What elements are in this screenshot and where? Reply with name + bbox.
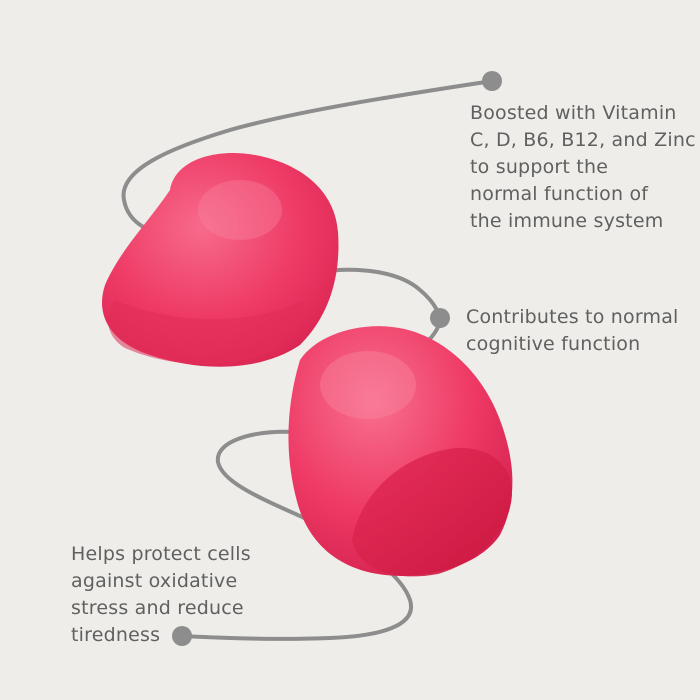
benefit-immune-text: Boosted with Vitamin C, D, B6, B12, and … [470,100,696,235]
benefit-line: cognitive function [466,333,641,355]
connector-line-middle [316,267,443,352]
benefit-line: the immune system [470,210,664,232]
benefit-line: Contributes to normal [466,306,679,328]
benefit-cells-text: Helps protect cells against oxidative st… [71,541,251,649]
benefit-line: Boosted with Vitamin [470,102,677,124]
connector-line-top [121,79,494,234]
connector-dot-top [482,71,502,91]
benefit-line: stress and reduce [71,597,244,619]
benefit-line: Helps protect cells [71,543,251,565]
benefit-line: to support the [470,156,609,178]
connector-dot-middle [430,308,450,328]
gummy-bottom [288,326,513,577]
connector-dot-bottom [172,626,192,646]
benefit-line: C, D, B6, B12, and Zinc [470,129,696,151]
benefit-line: normal function of [470,183,649,205]
benefit-line: tiredness [71,624,161,646]
benefit-cognitive-text: Contributes to normal cognitive function [466,304,679,358]
gummy-top [102,153,339,367]
benefit-line: against oxidative [71,570,238,592]
